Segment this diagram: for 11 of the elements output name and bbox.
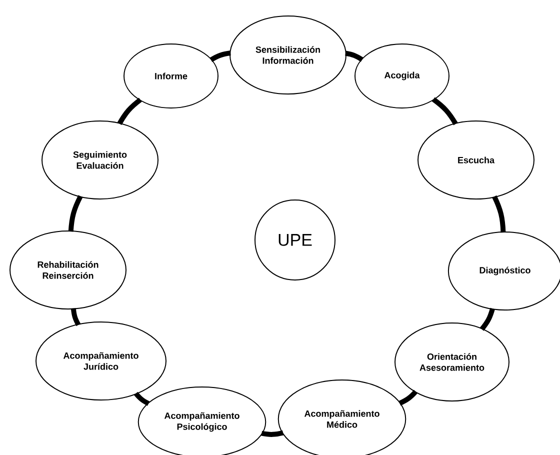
connector-line bbox=[261, 430, 284, 437]
connector-line bbox=[68, 195, 83, 232]
connector-line bbox=[345, 50, 364, 62]
connector-line bbox=[480, 308, 495, 331]
connector-line bbox=[134, 392, 150, 406]
connector-line bbox=[117, 98, 142, 125]
connector-line bbox=[70, 308, 81, 326]
connector-line bbox=[432, 97, 458, 126]
connector-line bbox=[210, 50, 231, 62]
connector-line bbox=[398, 390, 418, 406]
connector-line bbox=[492, 195, 506, 233]
